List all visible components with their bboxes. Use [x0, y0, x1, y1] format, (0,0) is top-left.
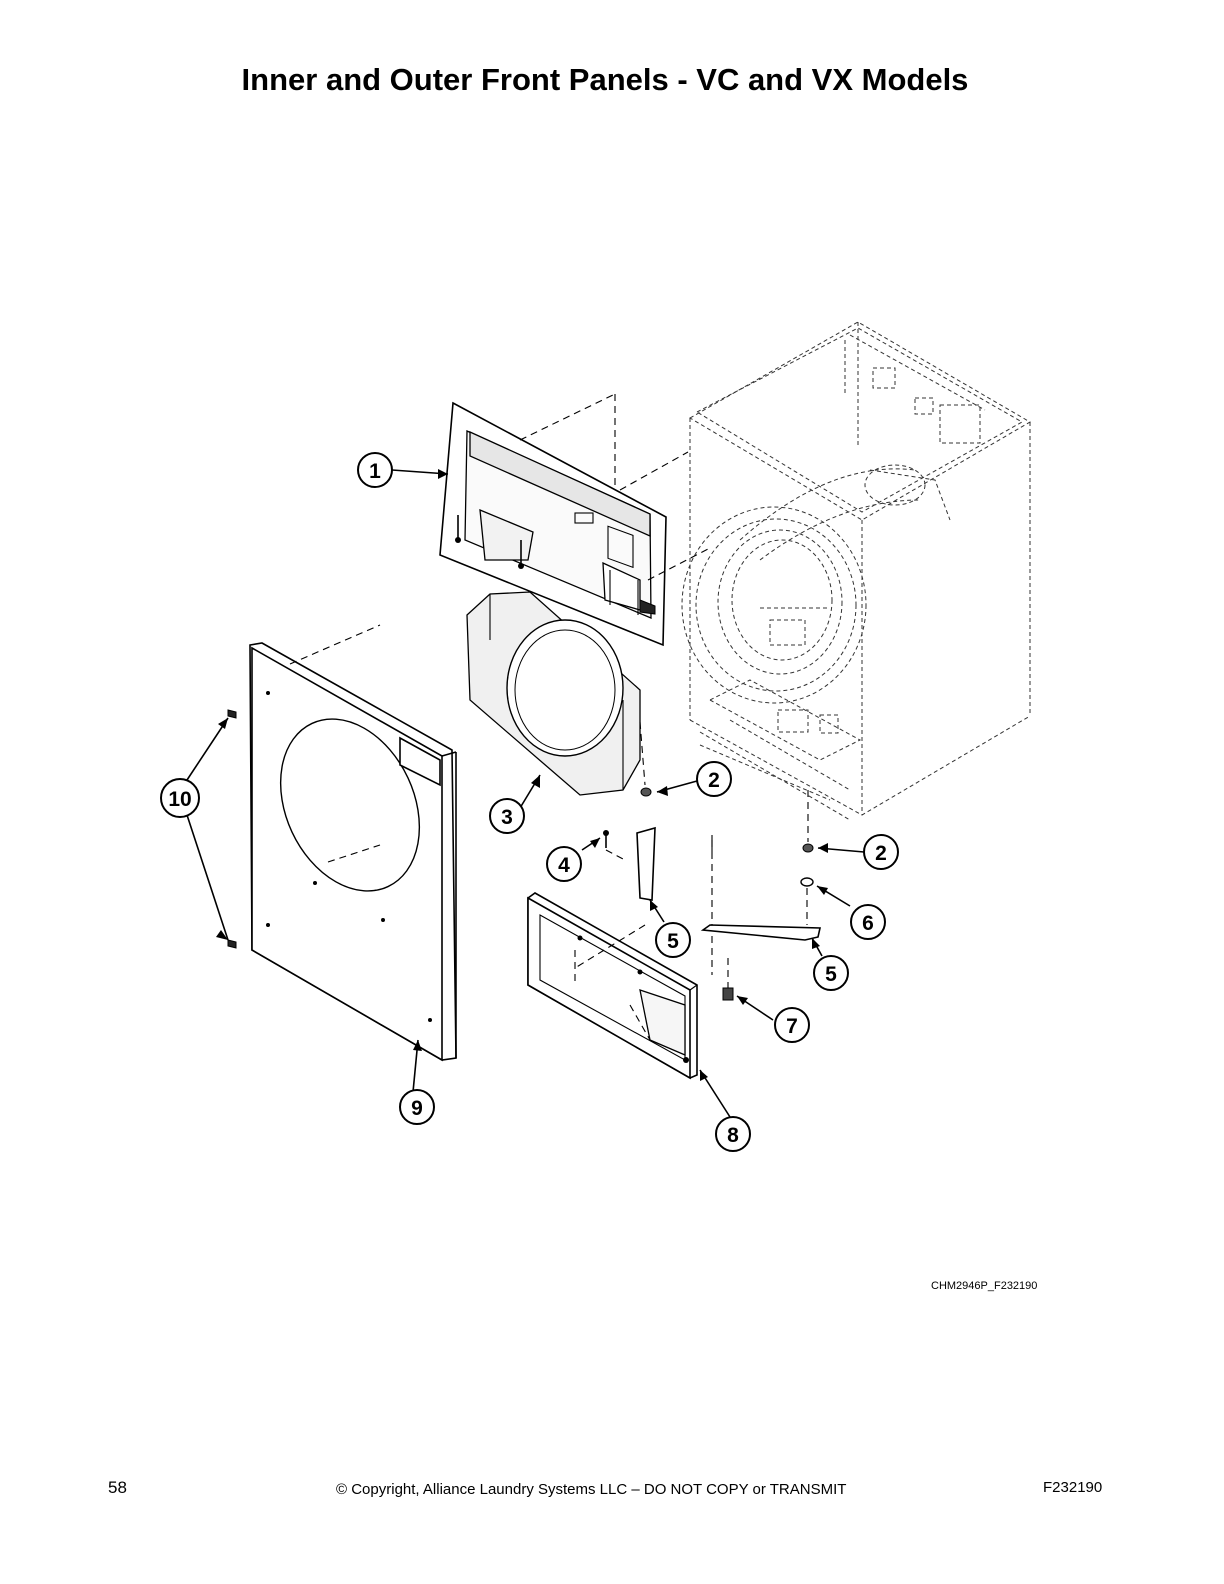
callout-8-label: 8: [727, 1124, 739, 1147]
figure-code: CHM2946P_F232190: [931, 1280, 1038, 1292]
part-9-outer-front-panel: [227, 624, 457, 1062]
callout-10: 10: [160, 778, 200, 818]
callout-2b-label: 2: [875, 842, 887, 865]
part-8-kick-panel: [527, 840, 713, 1080]
callout-3-label: 3: [501, 806, 513, 829]
callout-2b: 2: [863, 834, 899, 870]
callout-5b-label: 5: [825, 963, 837, 986]
copyright-notice: © Copyright, Alliance Laundry Systems LL…: [336, 1481, 847, 1498]
callout-4-label: 4: [558, 854, 570, 877]
callout-2a-label: 2: [708, 769, 720, 792]
leader-lines: [186, 469, 865, 1118]
callout-8: 8: [715, 1116, 751, 1152]
callout-5b: 5: [813, 955, 849, 991]
document-number: F232190: [1043, 1479, 1103, 1496]
callout-4: 4: [546, 846, 582, 882]
callout-6: 6: [850, 904, 886, 940]
page-number: 58: [108, 1478, 127, 1497]
callout-1-label: 1: [369, 460, 381, 483]
callout-1: 1: [357, 452, 393, 488]
callout-5a-label: 5: [667, 930, 679, 953]
small-hardware: [603, 787, 821, 1001]
callout-6-label: 6: [862, 912, 874, 935]
callout-5a: 5: [655, 922, 691, 958]
callout-7-label: 7: [786, 1015, 798, 1038]
callout-2a: 2: [696, 761, 732, 797]
callout-3: 3: [489, 798, 525, 834]
part-1-control-panel-assembly: [439, 393, 711, 647]
callout-9-label: 9: [411, 1097, 423, 1120]
dryer-cabinet: [681, 321, 1031, 821]
callout-10-label: 10: [168, 788, 191, 811]
callout-7: 7: [774, 1007, 810, 1043]
callout-9: 9: [399, 1089, 435, 1125]
part-3-inner-front-panel: [466, 591, 646, 796]
page-title: Inner and Outer Front Panels - VC and VX…: [241, 62, 969, 97]
